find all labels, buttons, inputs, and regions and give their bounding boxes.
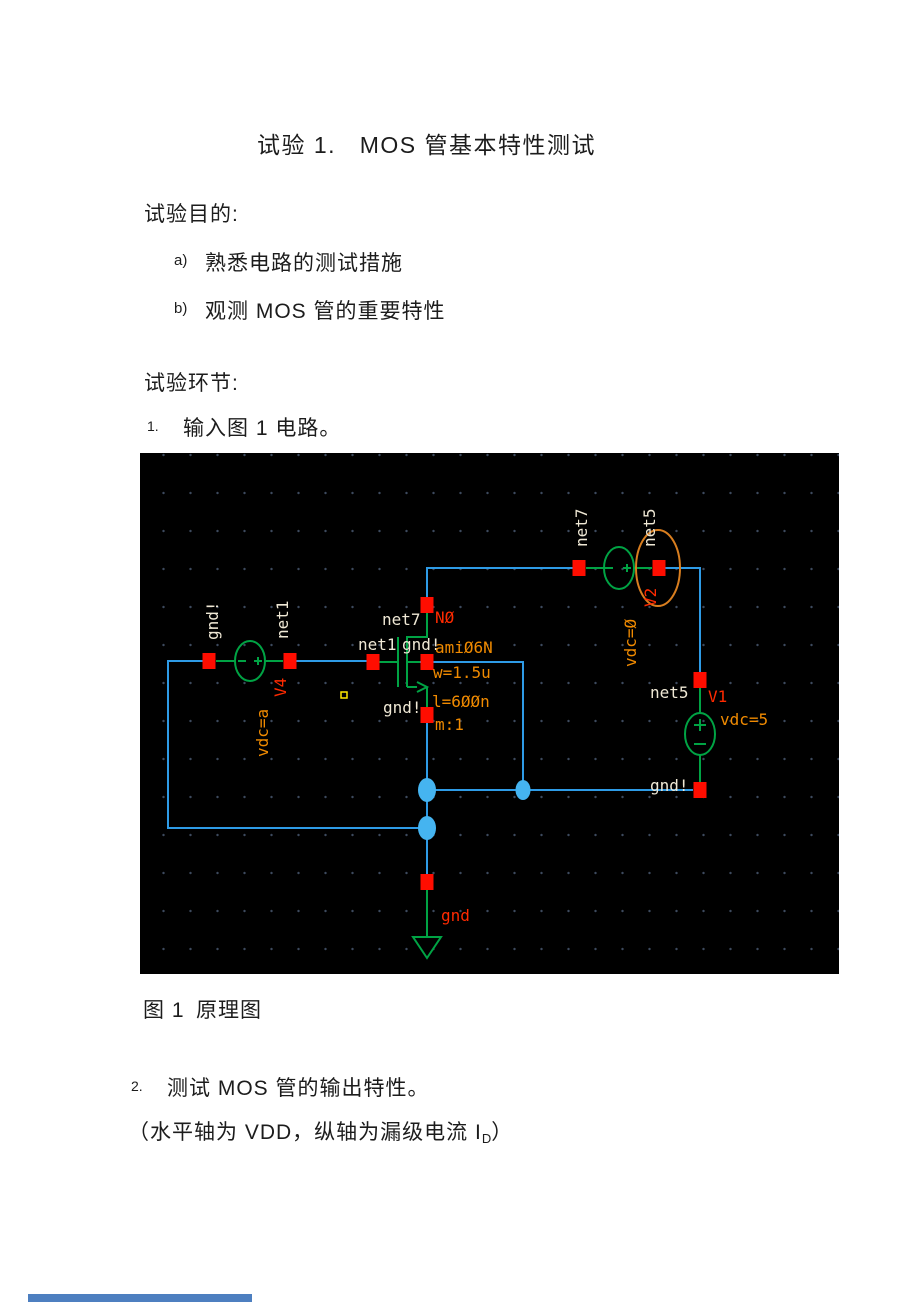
mosfet-width-label: w=1.5u bbox=[433, 663, 491, 682]
horizontal-scrollbar-thumb[interactable] bbox=[28, 1294, 252, 1302]
purpose-item-b-text: 观测 MOS 管的重要特性 bbox=[205, 300, 446, 323]
net-label-v2-plus: net5 bbox=[640, 508, 659, 547]
gnd-triangle-icon bbox=[411, 936, 443, 960]
page-title: 试验 1. MOS 管基本特性测试 bbox=[257, 132, 597, 158]
pin-v1-minus bbox=[693, 782, 707, 798]
pins bbox=[202, 560, 707, 890]
purpose-item-b: b) 观测 MOS 管的重要特性 bbox=[0, 295, 445, 367]
pin-source bbox=[420, 707, 434, 723]
pin-v4-plus bbox=[283, 653, 297, 669]
v1-plus-icon bbox=[694, 719, 706, 731]
v1-circle bbox=[684, 712, 716, 756]
figure-label: 图 1 bbox=[143, 999, 185, 1022]
schematic-image: net7 NØ net1 gnd! amiØ6N w=1.5u l=6ØØn m… bbox=[140, 453, 839, 974]
step-2-text: 测试 MOS 管的输出特性。 bbox=[167, 1077, 430, 1100]
wire-v2-to-v1 bbox=[659, 567, 701, 674]
v2-value-label: vdc=Ø bbox=[621, 618, 640, 667]
purpose-item-a: a) 熟悉电路的测试措施 bbox=[0, 247, 402, 319]
net-label-source: gnd! bbox=[383, 698, 422, 717]
v2-plus-icon bbox=[623, 564, 631, 572]
pin-v4-minus bbox=[202, 653, 216, 669]
step-1-text: 输入图 1 电路。 bbox=[183, 417, 342, 440]
axes-note-suffix: ） bbox=[491, 1121, 514, 1144]
gnd-label: gnd bbox=[441, 906, 470, 925]
axes-note-subscript: D bbox=[481, 1131, 492, 1146]
v1-value-label: vdc=5 bbox=[720, 710, 768, 729]
net-label-drain: net7 bbox=[382, 610, 421, 629]
junction-dot bbox=[418, 816, 436, 840]
wire-v4-loop bbox=[167, 660, 427, 829]
step-2-marker: 2. bbox=[131, 1078, 143, 1094]
net-label-v1-minus: gnd! bbox=[650, 776, 689, 795]
origin-marker-icon bbox=[340, 691, 348, 699]
wire-drain-to-v2 bbox=[426, 567, 579, 605]
net-label-v4-minus: gnd! bbox=[203, 601, 222, 640]
purpose-item-a-text: 熟悉电路的测试措施 bbox=[205, 252, 403, 275]
v2-circle bbox=[603, 546, 635, 590]
wire-bulk bbox=[410, 661, 524, 790]
steps-heading: 试验环节: bbox=[144, 372, 239, 395]
net-label-v1-plus: net5 bbox=[650, 683, 689, 702]
pin-v2-plus bbox=[652, 560, 666, 576]
pin-v1-plus bbox=[693, 672, 707, 688]
junction-dot bbox=[418, 778, 436, 802]
v4-circle bbox=[234, 640, 266, 682]
net-label-v4-plus: net1 bbox=[273, 600, 292, 639]
v2-selection-highlight bbox=[635, 529, 681, 607]
pin-drain bbox=[420, 597, 434, 613]
schematic-canvas: net7 NØ net1 gnd! amiØ6N w=1.5u l=6ØØn m… bbox=[167, 508, 768, 960]
junction-dots bbox=[418, 778, 531, 840]
v2-name-label: V2 bbox=[641, 588, 660, 607]
figure-caption-text: 原理图 bbox=[196, 999, 262, 1022]
ground-symbol bbox=[411, 890, 443, 960]
junction-dot bbox=[515, 780, 531, 800]
mosfet-instance-label: NØ bbox=[435, 608, 455, 627]
mosfet-model-label: amiØ6N bbox=[435, 638, 493, 657]
vsource-v1-symbol bbox=[684, 688, 716, 782]
mosfet-mult-label: m:1 bbox=[435, 715, 464, 734]
pin-gate bbox=[366, 654, 380, 670]
net-label-v2-minus: net7 bbox=[572, 508, 591, 547]
list-marker-a: a) bbox=[174, 252, 188, 269]
vsource-v2-symbol bbox=[586, 529, 681, 607]
v4-plus-icon bbox=[254, 657, 262, 665]
vsource-v4-symbol bbox=[216, 640, 283, 682]
pin-bulk bbox=[420, 654, 434, 670]
figure-caption: 图 1 原理图 bbox=[0, 994, 261, 1066]
axes-note-prefix: （水平轴为 VDD，纵轴为漏级电流 I bbox=[128, 1121, 482, 1144]
nmos-arrow-icon bbox=[416, 681, 430, 693]
mosfet-length-label: l=6ØØn bbox=[432, 692, 490, 711]
purpose-heading: 试验目的: bbox=[144, 203, 239, 226]
v4-name-label: V4 bbox=[271, 678, 290, 697]
v1-name-label: V1 bbox=[708, 687, 727, 706]
v4-value-label: vdc=a bbox=[253, 709, 272, 757]
wires bbox=[167, 567, 701, 874]
net-label-bulk: gnd! bbox=[402, 635, 441, 654]
step-1: 1. 输入图 1 电路。 bbox=[0, 412, 340, 484]
step-2: 2. 测试 MOS 管的输出特性。 bbox=[0, 1072, 429, 1144]
net-label-gate: net1 bbox=[358, 635, 397, 654]
axes-note: （水平轴为 VDD，纵轴为漏级电流 ID） bbox=[128, 1116, 513, 1146]
pin-v2-minus bbox=[572, 560, 586, 576]
pin-gnd bbox=[420, 874, 434, 890]
step-1-marker: 1. bbox=[147, 418, 159, 434]
list-marker-b: b) bbox=[174, 300, 188, 317]
